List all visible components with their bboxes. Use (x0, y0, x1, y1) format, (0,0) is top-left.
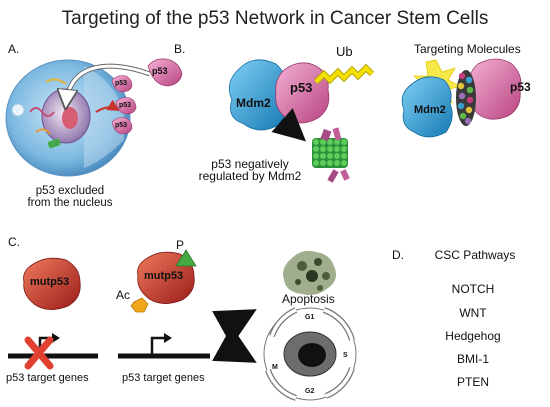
promoter-arrow-right (150, 336, 164, 356)
p53-label-a3: p53 (119, 102, 132, 109)
mdm2-protein-target (401, 76, 453, 138)
degradation-arrow (271, 108, 306, 142)
targeting-molecules-title: Targeting Molecules (414, 42, 521, 56)
p53-protein-a1 (147, 58, 183, 87)
p53-protein-a4 (111, 117, 133, 135)
cycle-phase-g2: G2 (305, 388, 315, 395)
cycle-phase-g1: G1 (305, 314, 315, 321)
p53-label-target: p53 (510, 80, 531, 94)
panel-d-letter: D. (392, 248, 404, 262)
small-molecule-inhibitor-icon (456, 70, 476, 126)
pathway-pten: PTEN (456, 375, 489, 389)
cell-cycle-diagram (263, 307, 357, 401)
arrow-to-apoptosis (212, 309, 257, 347)
panel-a-letter: A. (8, 42, 20, 56)
acetyl-label: Ac (116, 288, 131, 302)
phosphate-triangle-icon (175, 249, 197, 267)
panel-a-caption: p53 excluded from the nucleus (10, 185, 130, 209)
p53-label-a4: p53 (115, 122, 128, 129)
mutp53-protein-left (23, 257, 81, 310)
cycle-phase-m: M (272, 364, 278, 371)
ubiquitin-chain (313, 63, 375, 85)
ub-label: Ub (336, 44, 353, 59)
p53-label-b: p53 (290, 80, 313, 95)
panel-b-caption-line1: p53 negatively (211, 157, 289, 171)
panel-b-caption-line2: regulated by Mdm2 (198, 169, 302, 183)
p53-label-a2: p53 (115, 80, 128, 87)
proteasome-icon (312, 127, 350, 183)
panel-c-letter: C. (8, 235, 20, 249)
mutp53-label-right: mutp53 (144, 270, 184, 282)
acetyl-hexagon-icon (130, 297, 149, 313)
pathway-notch: NOTCH (451, 282, 495, 296)
pathway-bmi1: BMI-1 (456, 352, 489, 366)
csc-pathways-heading: CSC Pathways (434, 248, 516, 262)
target-genes-label-left: p53 target genes (6, 372, 89, 384)
cycle-phase-s: S (343, 352, 348, 359)
panel-b-letter: B. (174, 42, 186, 56)
pathway-hedgehog: Hedgehog (445, 329, 501, 343)
cross-mark-icon (24, 336, 54, 370)
apoptotic-cell-icon (283, 250, 336, 296)
pathway-wnt: WNT (459, 306, 487, 320)
panel-a-caption-line2: from the nucleus (27, 197, 113, 209)
p53-label-a1: p53 (152, 66, 168, 76)
nuclear-export-arrow (66, 64, 151, 104)
p53-protein-a2 (111, 75, 133, 93)
target-genes-label-right: p53 target genes (122, 372, 205, 384)
page-title: Targeting of the p53 Network in Cancer S… (61, 8, 489, 29)
arrow-to-cell-cycle (212, 325, 257, 363)
p53-protein-a3 (115, 97, 137, 115)
p53-protein-b (275, 62, 330, 124)
mdm2-label-target: Mdm2 (414, 104, 446, 116)
apoptosis-label: Apoptosis (282, 292, 335, 306)
panel-a-caption-line1: p53 excluded (35, 185, 105, 197)
cell-illustration (5, 59, 131, 177)
panel-b-caption: p53 negatively regulated by Mdm2 (190, 158, 310, 182)
mutp53-label-left: mutp53 (30, 276, 70, 288)
mdm2-label-b: Mdm2 (236, 96, 271, 110)
phosphate-label: P (176, 238, 185, 252)
